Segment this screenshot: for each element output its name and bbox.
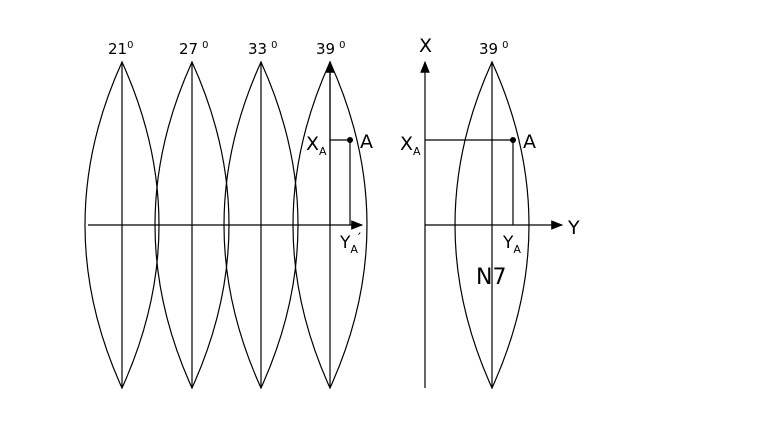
right-ya-label: YA	[502, 233, 521, 256]
right-axis-y-label: Y	[567, 217, 580, 239]
meridian-label-21: 210	[108, 40, 133, 58]
left-point-a-label: A	[360, 131, 373, 153]
left-xa-label: XA	[306, 133, 327, 158]
left-ya-label: YA′	[339, 231, 361, 256]
right-point-a-label: A	[523, 131, 536, 153]
right-point-a	[510, 137, 516, 143]
zone-number-label: N7	[476, 265, 506, 290]
right-xa-label: XA	[400, 133, 421, 158]
right-axis-x-label: X	[419, 35, 432, 57]
left-point-a	[347, 137, 353, 143]
zone-39	[292, 60, 368, 390]
